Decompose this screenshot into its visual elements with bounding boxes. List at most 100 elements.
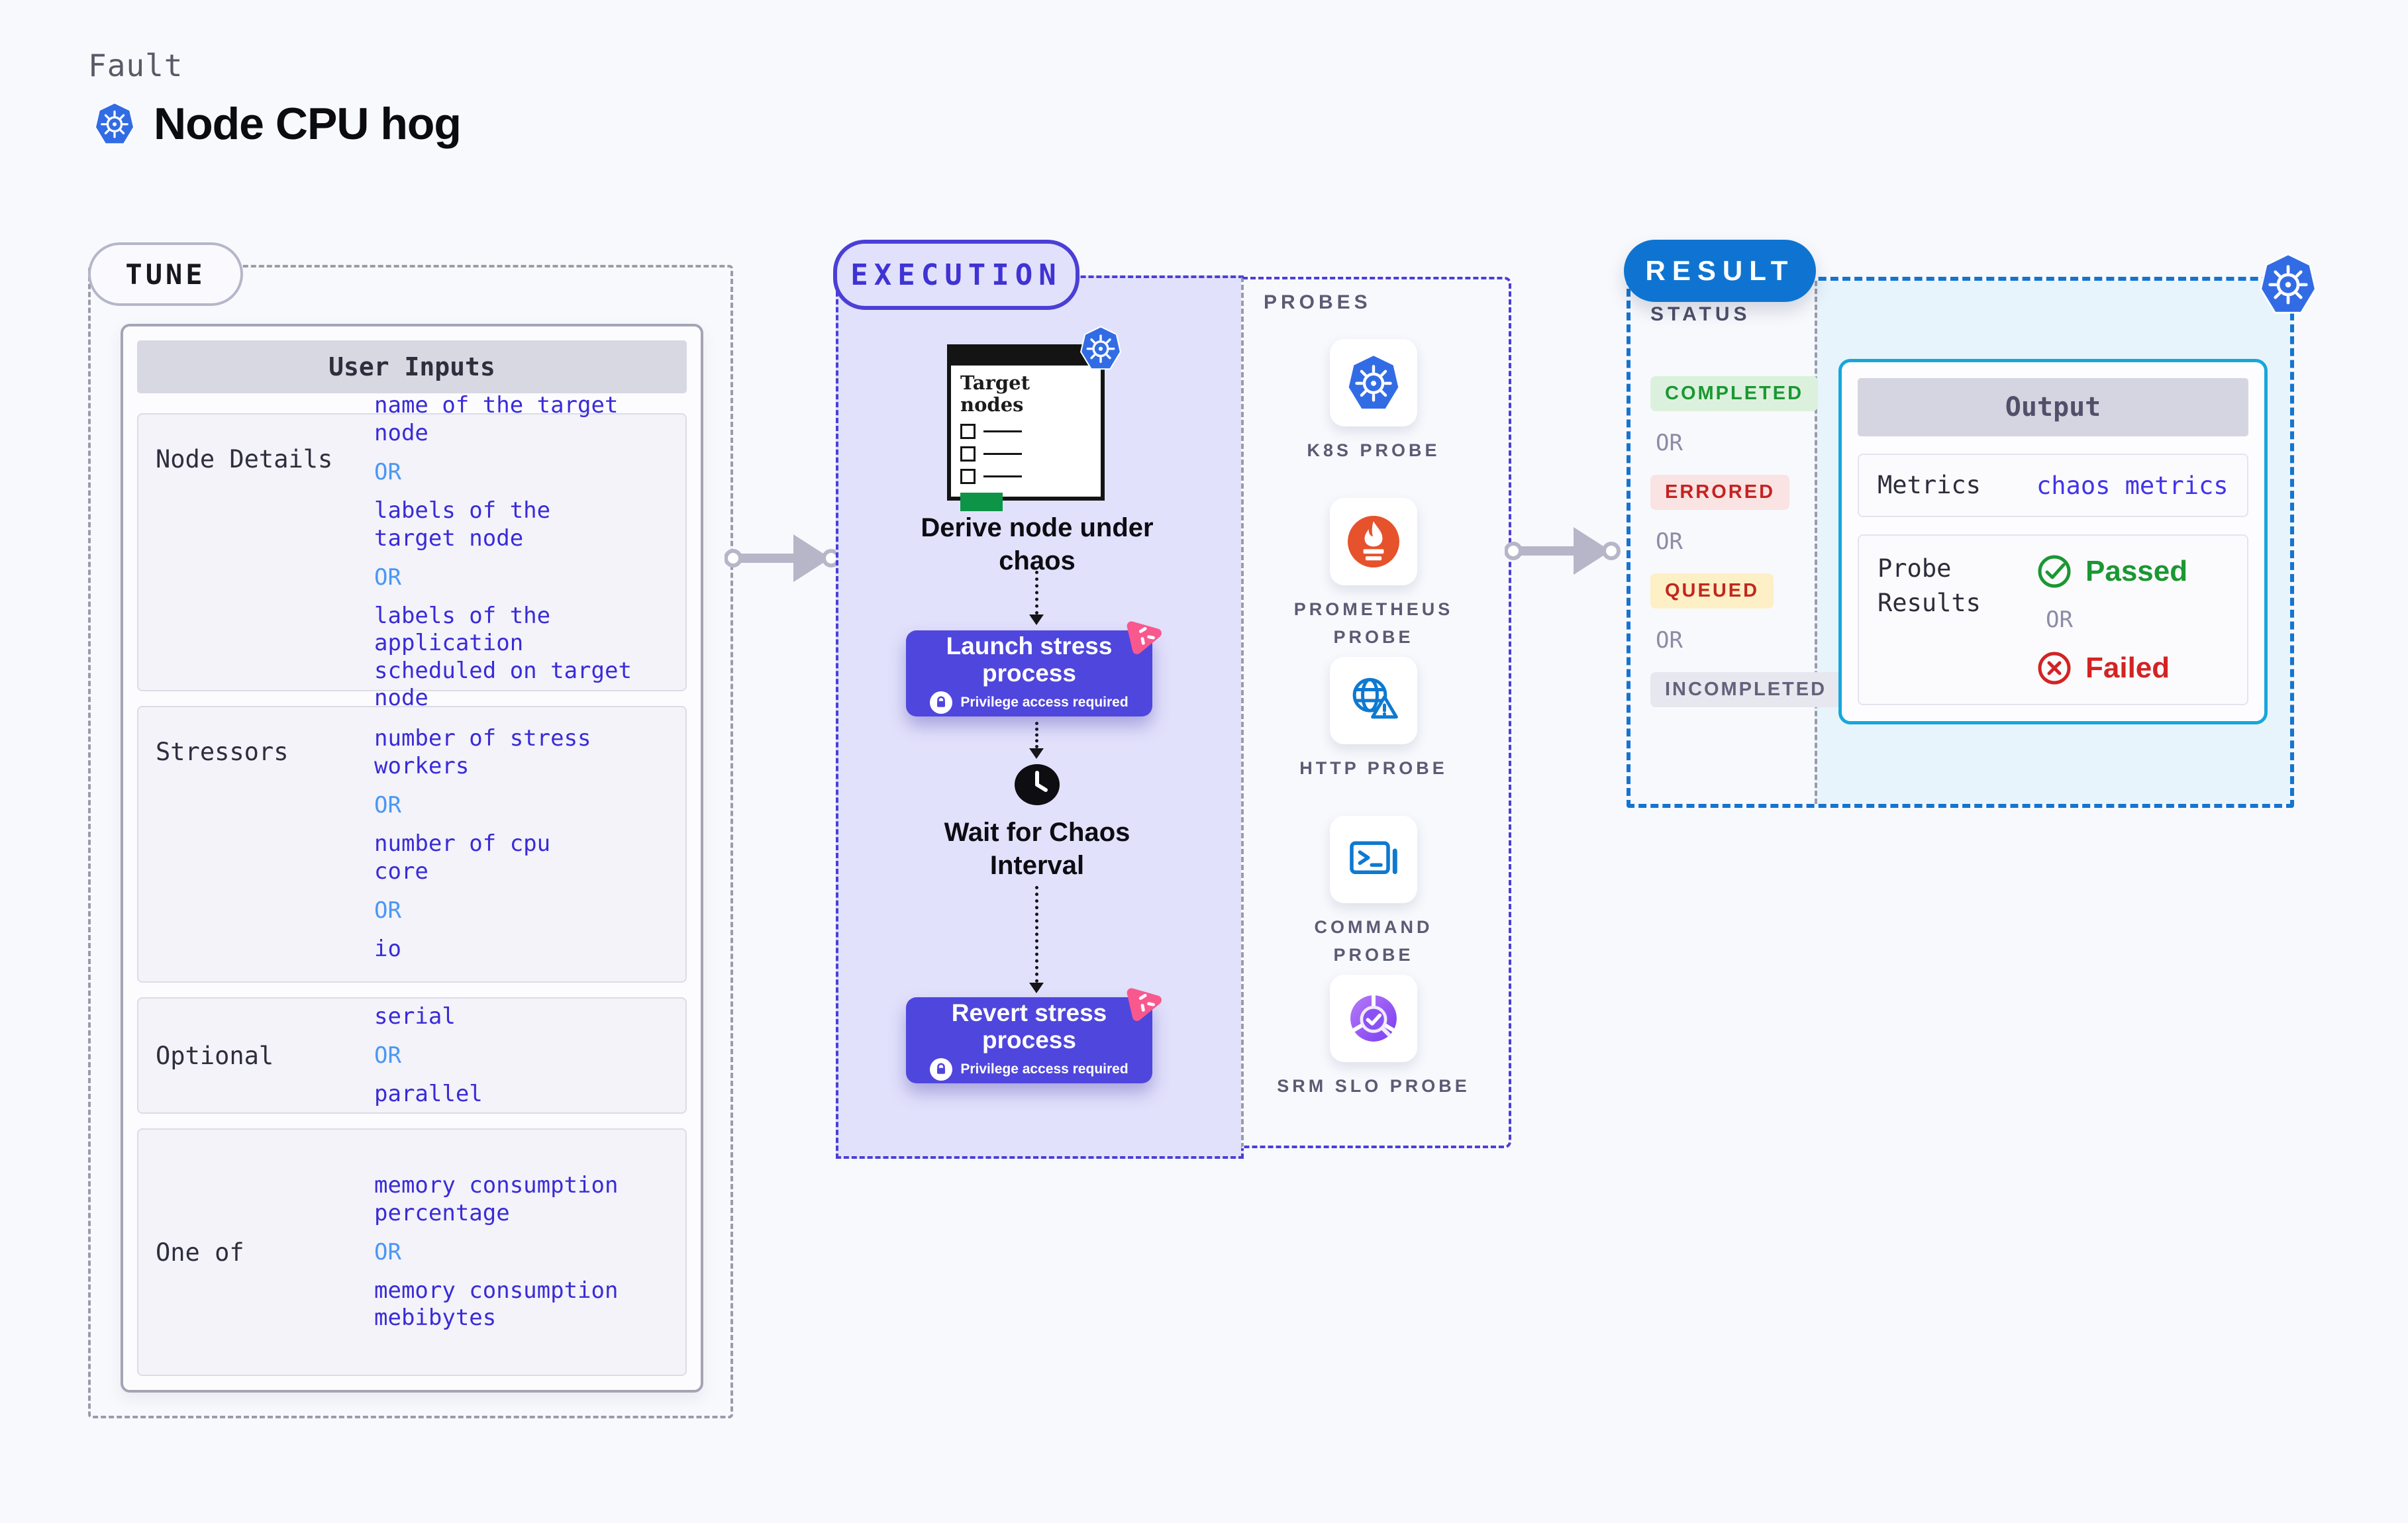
revert-stress-process-node: Revert stress process Privilege access r… (906, 997, 1152, 1083)
or-label: OR (1656, 627, 1683, 654)
privilege-note: Privilege access required (960, 694, 1129, 710)
row-option: labels of the application scheduled on t… (374, 603, 632, 712)
page-header: Node CPU hog (93, 98, 462, 150)
checkbox-icon (960, 423, 976, 439)
launch-stress-process-node: Launch stress process Privilege access r… (906, 630, 1152, 716)
kubernetes-icon (2257, 253, 2319, 315)
metrics-label: Metrics (1878, 471, 1981, 500)
fault-eyebrow: Fault (88, 48, 183, 83)
probe-label: SRM SLO PROBE (1277, 1076, 1470, 1096)
probe-results-label: Probe Results (1878, 554, 1981, 617)
derive-node-step: Derive node under chaos (921, 513, 1154, 575)
or-label: OR (374, 459, 401, 486)
input-row-stressors: Stressors number of stress workers OR nu… (137, 706, 687, 983)
kubernetes-icon (1078, 326, 1123, 371)
wait-chaos-interval-step: Wait for Chaos Interval (944, 818, 1130, 880)
arrow-tune-to-execution (725, 530, 841, 586)
prometheus-icon (1348, 516, 1399, 567)
or-label: OR (374, 1042, 401, 1069)
probe-label: HTTP PROBE (1299, 758, 1448, 778)
row-label: Stressors (156, 738, 289, 766)
kubernetes-icon (1344, 354, 1403, 412)
chaos-icon (1121, 613, 1164, 657)
target-nodes-title: Target nodes (960, 371, 1030, 417)
row-option: parallel (374, 1081, 483, 1107)
output-title: Output (1858, 378, 2248, 436)
or-label: OR (1656, 430, 1683, 456)
or-label: OR (2046, 607, 2073, 633)
or-label: OR (1656, 528, 1683, 555)
status-badge-queued: QUEUED (1650, 573, 1774, 609)
input-row-optional: Optional serial OR parallel (137, 997, 687, 1114)
step-label: Revert stress process (951, 999, 1107, 1054)
row-option: memory consumption percentage (374, 1172, 619, 1226)
or-label: OR (374, 897, 401, 924)
arrowhead-icon (1029, 748, 1044, 759)
lock-icon (930, 1057, 953, 1081)
input-row-node-details: Node Details name of the target node OR … (137, 392, 687, 711)
node-checklist-item (960, 468, 1091, 484)
probe-results-row: Probe Results Passed OR Failed (1858, 534, 2248, 705)
probe-srm-slo (1330, 975, 1417, 1062)
tune-section (88, 265, 733, 1418)
passed-label: Passed (2085, 555, 2188, 587)
privilege-note: Privilege access required (960, 1061, 1129, 1077)
or-label: OR (374, 564, 401, 591)
list-line (983, 430, 1022, 432)
failed-label: Failed (2085, 652, 2170, 684)
flow-connector (1029, 722, 1044, 759)
row-label: One of (156, 1238, 244, 1267)
metrics-row: Metrics chaos metrics (1858, 454, 2248, 517)
status-badge-completed: COMPLETED (1650, 376, 1819, 411)
probe-command (1330, 816, 1417, 903)
status-title: STATUS (1650, 303, 1751, 325)
command-terminal-icon (1350, 841, 1397, 874)
input-row-one-of: One of memory consumption percentage OR … (137, 1128, 687, 1376)
clock-icon (1015, 764, 1060, 805)
row-option: io (374, 936, 401, 963)
checkbox-icon (960, 468, 976, 484)
execution-pill: EXECUTION (833, 240, 1079, 310)
window-title-bar (951, 348, 1101, 366)
x-circle-icon (2038, 652, 2071, 685)
step-label: Launch stress process (946, 632, 1113, 687)
status-badge-errored: ERRORED (1650, 475, 1790, 510)
result-divider (1815, 281, 1817, 804)
srm-slo-icon (1350, 993, 1397, 1042)
http-globe-icon (1352, 677, 1398, 719)
failed-line: Failed (2036, 650, 2187, 686)
row-option: name of the target node (374, 392, 619, 446)
probe-label: PROMETHEUS PROBE (1293, 599, 1454, 647)
flow-connector (1029, 886, 1044, 993)
metrics-value: chaos metrics (2036, 471, 2229, 500)
row-option: labels of the target node (374, 497, 551, 552)
probe-http (1330, 657, 1417, 744)
list-line (983, 475, 1022, 477)
arrow-probes-to-result (1505, 523, 1621, 579)
row-option: memory consumption mebibytes (374, 1277, 619, 1332)
row-option: serial (374, 1003, 456, 1030)
page-title: Node CPU hog (154, 99, 462, 149)
row-option: number of stress workers (374, 725, 591, 779)
target-nodes-window: Target nodes (947, 344, 1105, 511)
arrowhead-icon (1029, 614, 1044, 625)
result-pill: RESULT (1624, 240, 1816, 302)
tune-pill: TUNE (88, 242, 243, 306)
or-label: OR (374, 1239, 401, 1265)
row-label: Node Details (156, 445, 333, 473)
probe-prometheus (1330, 498, 1417, 585)
node-checklist-item (960, 446, 1091, 462)
user-inputs-card: User Inputs Node Details name of the tar… (121, 324, 703, 1393)
kubernetes-icon (93, 102, 136, 146)
checkbox-icon (960, 446, 976, 462)
output-card: Output Metrics chaos metrics Probe Resul… (1838, 359, 2268, 724)
chaos-icon (1121, 980, 1164, 1024)
node-checklist-item (960, 423, 1091, 439)
list-line (983, 452, 1022, 455)
lock-icon (930, 691, 953, 714)
check-circle-icon (2038, 555, 2071, 588)
probe-k8s (1330, 339, 1417, 426)
user-inputs-title: User Inputs (137, 340, 687, 393)
flow-connector (1029, 571, 1044, 625)
